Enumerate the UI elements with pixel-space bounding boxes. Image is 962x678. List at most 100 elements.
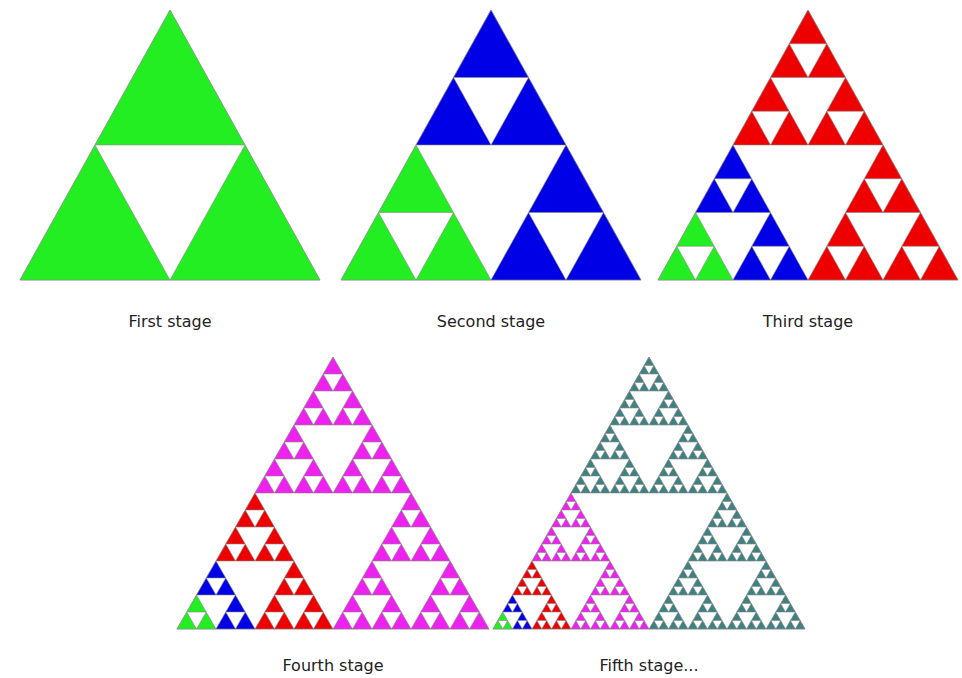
filled-triangle	[698, 536, 708, 545]
filled-triangle	[304, 391, 324, 408]
filled-triangle	[314, 612, 334, 629]
filled-triangle	[673, 442, 683, 451]
filled-triangle	[571, 502, 581, 511]
filled-triangle	[644, 357, 654, 366]
filled-triangle	[537, 612, 547, 621]
filled-triangle	[343, 595, 363, 612]
filled-triangle	[693, 442, 703, 451]
filled-triangle	[275, 578, 295, 595]
filled-triangle	[727, 502, 737, 511]
filled-triangle	[576, 612, 586, 621]
filled-triangle	[688, 621, 698, 630]
filled-triangle	[654, 374, 664, 383]
filled-triangle	[600, 587, 610, 596]
filled-triangle	[786, 621, 796, 630]
filled-triangle	[717, 485, 727, 494]
filled-triangle	[341, 213, 416, 281]
filled-triangle	[431, 544, 451, 561]
filled-triangle	[620, 468, 630, 477]
filled-triangle	[664, 459, 674, 468]
filled-triangle	[703, 595, 713, 604]
filled-triangle	[921, 246, 959, 280]
filled-triangle	[561, 519, 571, 528]
filled-triangle	[556, 612, 566, 621]
filled-triangle	[561, 553, 571, 562]
filled-triangle	[294, 476, 314, 493]
filled-triangle	[771, 246, 809, 280]
filled-triangle	[382, 595, 402, 612]
filled-triangle	[664, 391, 674, 400]
filled-triangle	[698, 621, 708, 630]
filled-triangle	[771, 612, 781, 621]
filled-triangle	[226, 595, 246, 612]
filled-triangle	[696, 179, 734, 213]
stage-label: Third stage	[763, 312, 853, 331]
filled-triangle	[552, 553, 562, 562]
filled-triangle	[343, 459, 363, 476]
filled-triangle	[595, 476, 605, 485]
filled-triangle	[255, 476, 275, 493]
filled-triangle	[416, 213, 491, 281]
filled-triangle	[678, 570, 688, 579]
filled-triangle	[513, 621, 523, 630]
filled-triangle	[392, 544, 412, 561]
filled-triangle	[717, 502, 727, 511]
filled-triangle	[761, 561, 771, 570]
filled-triangle	[372, 476, 392, 493]
filled-triangle	[698, 451, 708, 460]
filled-triangle	[421, 595, 441, 612]
filled-triangle	[440, 561, 460, 578]
filled-triangle	[216, 612, 236, 629]
filled-triangle	[727, 553, 737, 562]
triangle-outline	[493, 357, 805, 629]
filled-triangle	[265, 595, 285, 612]
filled-triangle	[727, 621, 737, 630]
filled-triangle	[170, 145, 320, 280]
filled-triangle	[353, 476, 373, 493]
filled-triangle	[703, 459, 713, 468]
filled-triangle	[591, 587, 601, 596]
filled-triangle	[795, 621, 805, 630]
filled-triangle	[532, 553, 542, 562]
filled-triangle	[630, 485, 640, 494]
filled-triangle	[284, 561, 304, 578]
filled-triangle	[688, 587, 698, 596]
triangle-outline	[177, 357, 489, 629]
filled-triangle	[275, 612, 295, 629]
filled-triangle	[630, 604, 640, 613]
filled-triangle	[236, 544, 256, 561]
filled-triangle	[733, 111, 771, 145]
filled-triangle	[742, 595, 752, 604]
filled-triangle	[620, 417, 630, 426]
filled-triangle	[470, 612, 490, 629]
filled-triangle	[255, 510, 275, 527]
filled-triangle	[678, 485, 688, 494]
filled-triangle	[498, 612, 508, 621]
filled-triangle	[620, 604, 630, 613]
filled-triangle	[625, 459, 635, 468]
filled-triangle	[552, 604, 562, 613]
filled-triangle	[664, 595, 674, 604]
filled-triangle	[600, 485, 610, 494]
filled-triangle	[673, 476, 683, 485]
filled-triangle	[747, 604, 757, 613]
filled-triangle	[236, 612, 256, 629]
filled-triangle	[683, 425, 693, 434]
filled-triangle	[789, 10, 827, 44]
filled-triangle	[733, 179, 771, 213]
filled-triangle	[372, 544, 392, 561]
filled-triangle	[275, 442, 295, 459]
filled-triangle	[620, 621, 630, 630]
filled-triangle	[421, 527, 441, 544]
filled-triangle	[532, 621, 542, 630]
filled-triangle	[742, 527, 752, 536]
filled-triangle	[733, 246, 771, 280]
filled-triangle	[460, 595, 480, 612]
stage-label: First stage	[128, 312, 211, 331]
filled-triangle	[752, 78, 790, 112]
filled-triangle	[902, 213, 940, 247]
filled-triangle	[659, 383, 669, 392]
filled-triangle	[678, 434, 688, 443]
filled-triangle	[630, 400, 640, 409]
filled-triangle	[669, 604, 679, 613]
